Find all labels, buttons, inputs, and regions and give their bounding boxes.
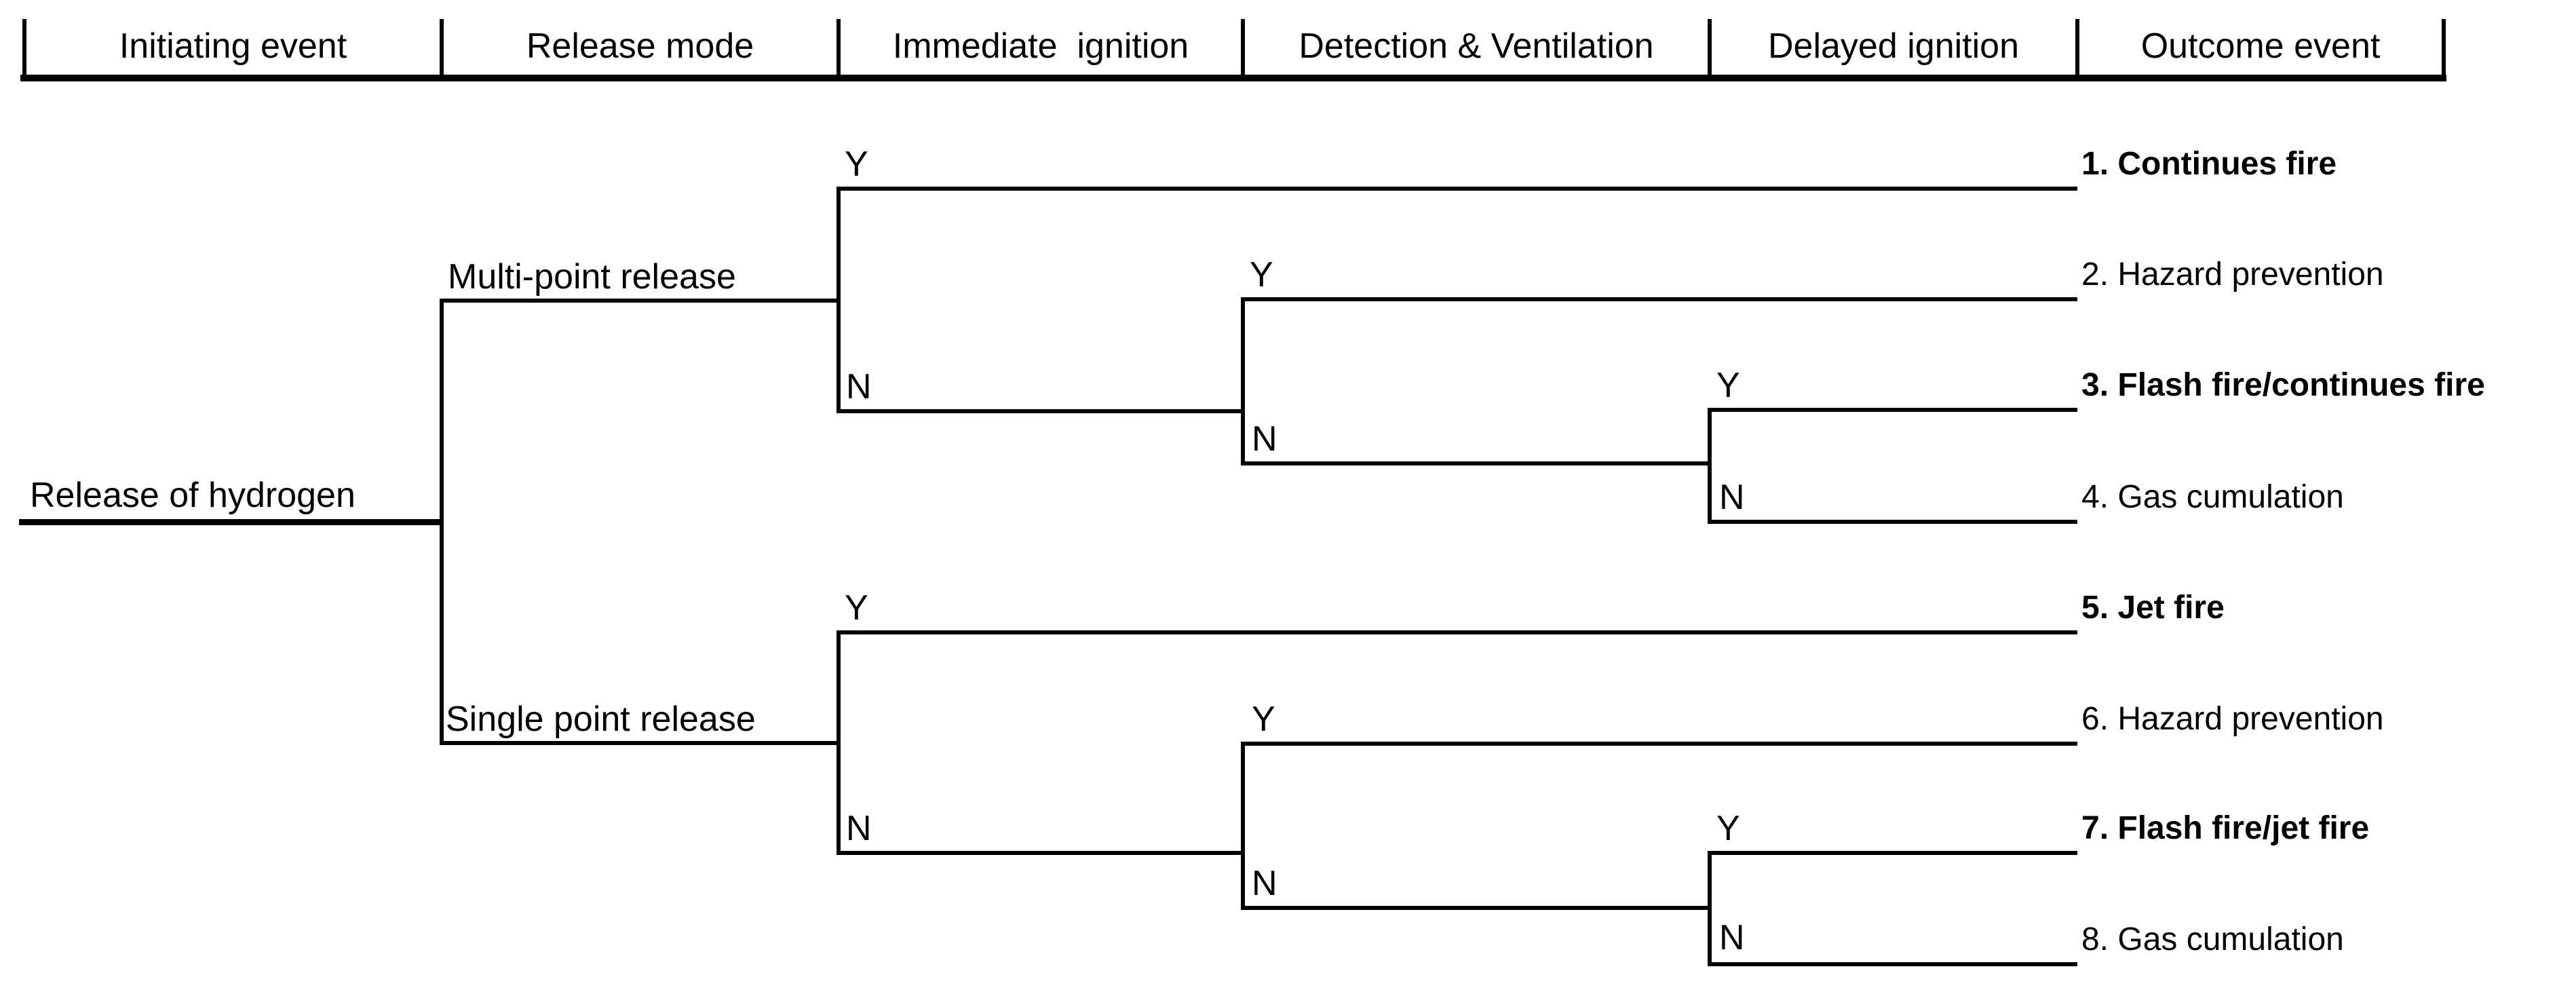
outcome-3-label: 3. Flash fire/continues fire (2081, 367, 2485, 403)
delayed-ignition-lower-yes-label: Y (1716, 809, 1740, 848)
detection-ventilation-lower-yes-label: Y (1252, 700, 1275, 739)
initiating-event-line (19, 519, 442, 525)
outcome-6-line (1243, 742, 2077, 746)
outcome-2-label: 2. Hazard prevention (2081, 256, 2384, 292)
single-point-release-line (440, 741, 841, 745)
immediate-no-upper-line (839, 409, 1243, 413)
outcome-4-label: 4. Gas cumulation (2081, 479, 2344, 515)
immediate-no-lower-line (839, 851, 1243, 855)
outcome-8-line (1710, 962, 2077, 966)
header-tick (1708, 19, 1712, 75)
delayed-ignition-upper-yes-label: Y (1716, 366, 1740, 405)
immediate-ignition-upper-no-label: N (846, 367, 872, 406)
outcome-5-label: 5. Jet fire (2081, 590, 2225, 626)
header-tick (440, 19, 444, 75)
immediate-ignition-upper-vertical (837, 187, 841, 413)
outcome-4-line (1710, 520, 2077, 524)
single-point-release-label: Single point release (446, 700, 756, 739)
initiating-event-label: Release of hydrogen (30, 476, 355, 515)
header-col-release-mode: Release mode (526, 26, 754, 66)
outcome-8-label: 8. Gas cumulation (2081, 921, 2344, 957)
detection-ventilation-lower-vertical (1241, 742, 1245, 910)
outcome-7-label: 7. Flash fire/jet fire (2081, 810, 2370, 846)
detection-no-lower-line (1243, 906, 1710, 910)
delayed-ignition-lower-no-label: N (1719, 918, 1745, 957)
immediate-ignition-lower-vertical (837, 630, 841, 855)
outcome-3-line (1710, 408, 2077, 412)
delayed-ignition-lower-vertical (1708, 851, 1712, 966)
outcome-6-label: 6. Hazard prevention (2081, 701, 2384, 737)
header-col-detection-ventilation: Detection & Ventilation (1299, 26, 1654, 66)
outcome-1-label: 1. Continues fire (2081, 146, 2337, 182)
outcome-5-line (839, 630, 2077, 634)
detection-ventilation-upper-no-label: N (1252, 419, 1277, 459)
header-col-immediate-ignition: Immediate ignition (892, 26, 1189, 66)
header-col-initiating-event: Initiating event (119, 26, 347, 66)
detection-ventilation-upper-vertical (1241, 297, 1245, 465)
outcome-2-line (1243, 297, 2077, 301)
delayed-ignition-upper-vertical (1708, 408, 1712, 524)
immediate-ignition-lower-no-label: N (846, 809, 872, 848)
outcome-7-line (1710, 851, 2077, 855)
header-tick (1241, 19, 1245, 75)
header-col-delayed-ignition: Delayed ignition (1767, 26, 2020, 66)
header-underline (20, 75, 2446, 81)
multi-point-release-label: Multi-point release (448, 257, 736, 297)
header-tick (2442, 19, 2446, 75)
outcome-1-line (839, 187, 2077, 191)
detection-ventilation-lower-no-label: N (1252, 864, 1277, 903)
immediate-ignition-upper-yes-label: Y (845, 145, 868, 184)
header-col-outcome-event: Outcome event (2140, 26, 2381, 66)
multi-point-release-line (440, 299, 841, 303)
release-mode-split-vertical (440, 299, 444, 745)
header-tick (22, 19, 26, 75)
detection-no-upper-line (1243, 461, 1710, 465)
header-tick (837, 19, 841, 75)
detection-ventilation-upper-yes-label: Y (1250, 255, 1273, 294)
immediate-ignition-lower-yes-label: Y (845, 588, 868, 628)
header-tick (2075, 19, 2079, 75)
delayed-ignition-upper-no-label: N (1719, 478, 1745, 517)
